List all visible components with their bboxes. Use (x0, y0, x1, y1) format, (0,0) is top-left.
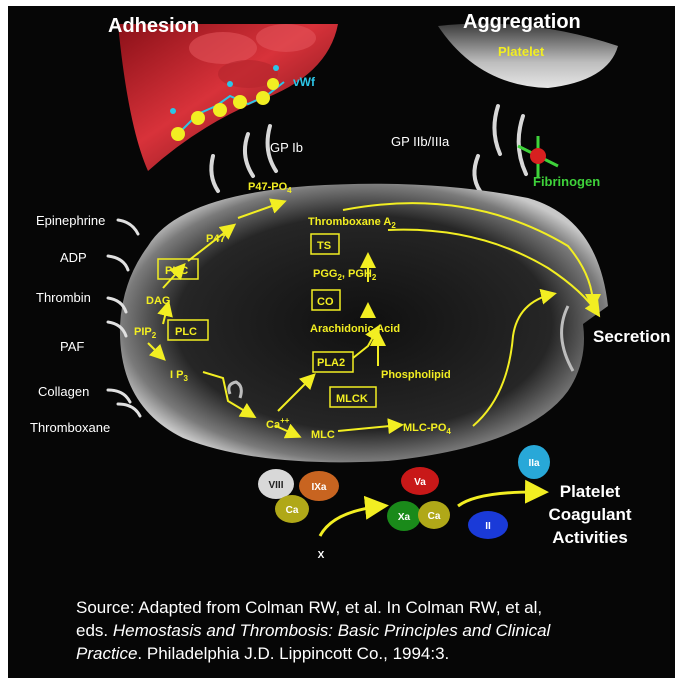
agonist-thromboxane: Thromboxane (30, 420, 110, 435)
p47-po4-label: P47-PO4 (248, 181, 292, 195)
diagram-frame: Adhesion Aggregation Platelet vWf (8, 6, 675, 678)
source-citation: Source: Adapted from Colman RW, et al. I… (76, 596, 666, 665)
gp-iib-iiia-label: GP IIb/IIIa (391, 134, 450, 149)
thromboxane-a2-label: Thromboxane A2 (308, 216, 396, 230)
platelet-coagulant-activities: Platelet Coagulant Activities (548, 482, 631, 547)
coagulant-line-2: Coagulant (548, 505, 631, 524)
agonist-collagen: Collagen (38, 384, 89, 399)
calcium-right-label: Ca (428, 511, 441, 522)
factor-ii-label: II (485, 521, 491, 532)
coagulant-line-3: Activities (552, 528, 628, 547)
aggregation-title: Aggregation (463, 11, 581, 33)
gp-receptors (211, 106, 526, 191)
source-line-2: eds. Hemostasis and Thrombosis: Basic Pr… (76, 619, 666, 642)
source-line-3: Practice. Philadelphia J.D. Lippincott C… (76, 642, 666, 665)
pla2-label: PLA2 (317, 357, 345, 369)
factor-va-label: Va (414, 477, 426, 488)
platelet-diagram: Adhesion Aggregation Platelet vWf (8, 6, 675, 678)
agonist-thrombin: Thrombin (36, 290, 91, 305)
factor-iia-label: IIa (528, 458, 540, 469)
fibrinogen-label: Fibrinogen (533, 174, 600, 189)
gp-ib-label: GP Ib (270, 140, 303, 155)
factor-x-label: X (318, 550, 325, 561)
mlck-label: MLCK (336, 393, 368, 405)
agonist-paf: PAF (60, 339, 84, 354)
arachidonic-acid-label: Arachidonic Acid (310, 323, 400, 335)
plc-label: PLC (175, 326, 197, 338)
pkc-label: PKC (165, 265, 188, 277)
coagulant-line-1: Platelet (560, 482, 621, 501)
secretion-label: Secretion (593, 327, 670, 346)
co-label: CO (317, 296, 334, 308)
source-line-1: Source: Adapted from Colman RW, et al. I… (76, 596, 666, 619)
p47-label: P47 (206, 233, 226, 245)
agonist-labels: Epinephrine ADP Thrombin PAF Collagen Th… (30, 213, 110, 435)
mlc-label: MLC (311, 429, 335, 441)
agonist-adp: ADP (60, 250, 87, 265)
dag-label: DAG (146, 295, 170, 307)
mlc-po4-label: MLC-PO4 (403, 422, 451, 436)
factor-ixa-label: IXa (311, 482, 326, 493)
agonist-epinephrine: Epinephrine (36, 213, 105, 228)
factor-xa-label: Xa (398, 512, 411, 523)
vwf-label: vWf (293, 75, 316, 89)
adhesion-title: Adhesion (108, 15, 199, 37)
platelet-top-label: Platelet (498, 44, 545, 59)
calcium-left-label: Ca (286, 505, 299, 516)
pgg2-pgh2-label: PGG2, PGH2 (313, 268, 377, 282)
phospholipid-label: Phospholipid (381, 369, 451, 381)
factor-viii-label: VIII (268, 480, 283, 491)
ts-label: TS (317, 240, 331, 252)
